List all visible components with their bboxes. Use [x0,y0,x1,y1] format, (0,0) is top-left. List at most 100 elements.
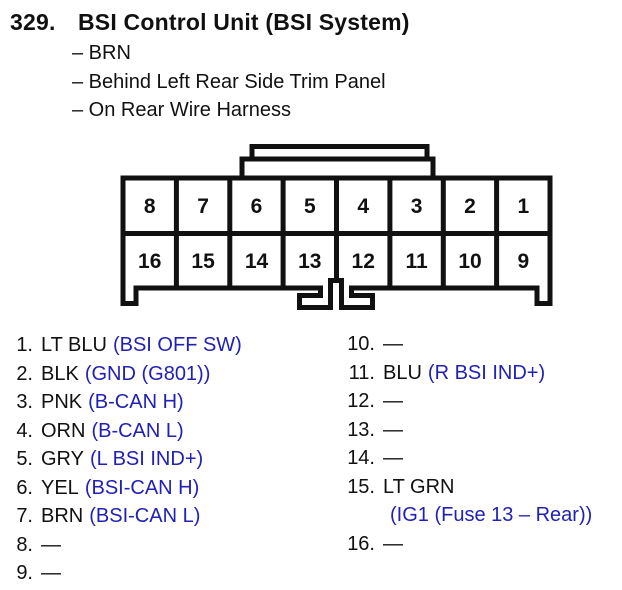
pin-row-4: 4. ORN(B-CAN L) [13,417,242,446]
pin-row-16: 16. — [347,530,592,559]
connector-cell-8: 8 [144,195,156,218]
detail-line-color: – BRN [72,42,131,64]
pin-row-14: 14. — [347,444,592,473]
connector-body-outline [120,175,553,310]
pin-number: 8. [16,533,33,556]
pin-number: 14. [347,447,375,469]
pin-wire-color: — [383,447,403,469]
connector-cell-12: 12 [352,250,375,273]
pin-content: GRY(L BSI IND+) [41,445,203,474]
pin-number: 15. [347,475,375,498]
pin-function: (B-CAN L) [91,419,184,442]
pin-wire-color: — [41,533,61,556]
pin-number: 3. [16,391,33,413]
pin-function: (BSI-CAN H) [84,476,200,499]
pin-wire-color: — [383,418,403,441]
pin-wire-color: — [41,562,61,584]
pin-content: BLU(R BSI IND+) [383,359,545,388]
pin-number: 9. [16,562,33,584]
pin-function: (L BSI IND+) [89,448,204,470]
pin-number: 7. [16,505,33,527]
pin-wire-color: GRY [41,448,84,470]
connector-cell-11: 11 [405,250,428,273]
pin-number: 10. [347,333,375,355]
pin-row-11: 11. BLU(R BSI IND+) [347,359,592,388]
pin-content: LT BLU(BSI OFF SW) [41,331,242,360]
pin-number: 11. [348,361,375,384]
pin-number: 2. [16,362,33,385]
pin-function: (IG1 (Fuse 13 – Rear)) [390,504,593,526]
pin-wire-color: — [383,333,403,355]
pin-row-15: 15. LT GRN (IG1 (Fuse 13 – Rear)) [347,473,592,530]
connector-cell-1: 1 [517,195,529,218]
pin-function: (B-CAN H) [88,391,184,413]
pin-list-left: 1. LT BLU(BSI OFF SW) 2. BLK(GND (G801))… [13,331,242,588]
pin-row-5: 5. GRY(L BSI IND+) [13,445,242,474]
pin-number: 13. [347,418,375,441]
pin-row-12: 12. — [347,387,592,416]
connector-cell-16: 16 [138,250,161,273]
detail-line-location: – Behind Left Rear Side Trim Panel [72,70,386,93]
connector-cell-10: 10 [458,250,481,273]
pin-content: PNK(B-CAN H) [41,388,184,417]
pin-content: — [383,444,409,473]
pin-content: — [383,416,409,445]
connector-cell-15: 15 [191,250,215,273]
location-details: – BRN – Behind Left Rear Side Trim Panel… [72,39,386,125]
pin-content: — [383,387,409,416]
connector-cell-6: 6 [251,195,263,218]
pin-row-6: 6. YEL(BSI-CAN H) [13,474,242,503]
pin-wire-color: — [383,390,403,412]
pin-function: (BSI OFF SW) [112,334,242,356]
pin-content: — [41,559,67,588]
pin-wire-color: BRN [41,505,84,527]
pin-wire-color: YEL [41,476,79,499]
pin-number: 12. [347,390,375,412]
pin-row-10: 10. — [347,330,592,359]
pin-row-3: 3. PNK(B-CAN H) [13,388,242,417]
pin-number: 5. [16,448,33,470]
pin-row-8: 8. — [13,531,242,560]
pin-row-9: 9. — [13,559,242,588]
connector-tab-lower [239,156,436,181]
pin-wire-color: BLK [41,362,79,385]
detail-line-harness: – On Rear Wire Harness [72,99,291,121]
pin-content: — [383,530,409,559]
connector-cell-7: 7 [197,195,209,218]
connector-cell-14: 14 [245,250,269,273]
connector-cell-5: 5 [304,195,316,218]
page-title: 329. BSI Control Unit (BSI System) [10,9,410,36]
connector-cell-4: 4 [357,195,369,218]
pin-function: (BSI-CAN L) [89,505,201,527]
pin-wire-color: — [383,532,403,555]
pin-row-13: 13. — [347,416,592,445]
pin-row-1: 1. LT BLU(BSI OFF SW) [13,331,242,360]
section-number: 329. [10,9,56,35]
section-title: BSI Control Unit (BSI System) [78,9,410,35]
pin-row-7: 7. BRN(BSI-CAN L) [13,502,242,531]
pin-wire-color: LT GRN [383,475,455,498]
pin-function: (GND (G801)) [84,362,211,385]
pin-row-2: 2. BLK(GND (G801)) [13,360,242,389]
pin-function: (R BSI IND+) [427,361,546,384]
pin-number: 16. [347,532,375,555]
pin-content: YEL(BSI-CAN H) [41,474,199,503]
pin-number: 4. [16,419,33,442]
pin-wire-color: LT BLU [41,334,107,356]
connector-cell-9: 9 [517,250,529,273]
connector-tab-upper [249,144,430,165]
pin-content: — [41,531,67,560]
pin-list-right: 10. — 11. BLU(R BSI IND+) 12. — 13. — 14… [347,330,592,558]
pin-number: 1. [16,334,33,356]
connector-cell-3: 3 [411,195,423,218]
pin-content: BLK(GND (G801)) [41,360,210,389]
pin-content: BRN(BSI-CAN L) [41,502,200,531]
pin-content: ORN(B-CAN L) [41,417,184,446]
connector-grid-lines [123,178,550,288]
pin-wire-color: ORN [41,419,86,442]
connector-cell-2: 2 [464,195,476,218]
connector-cell-13: 13 [298,250,321,273]
pin-content: — [383,330,409,359]
pin-wire-color: BLU [383,361,422,384]
